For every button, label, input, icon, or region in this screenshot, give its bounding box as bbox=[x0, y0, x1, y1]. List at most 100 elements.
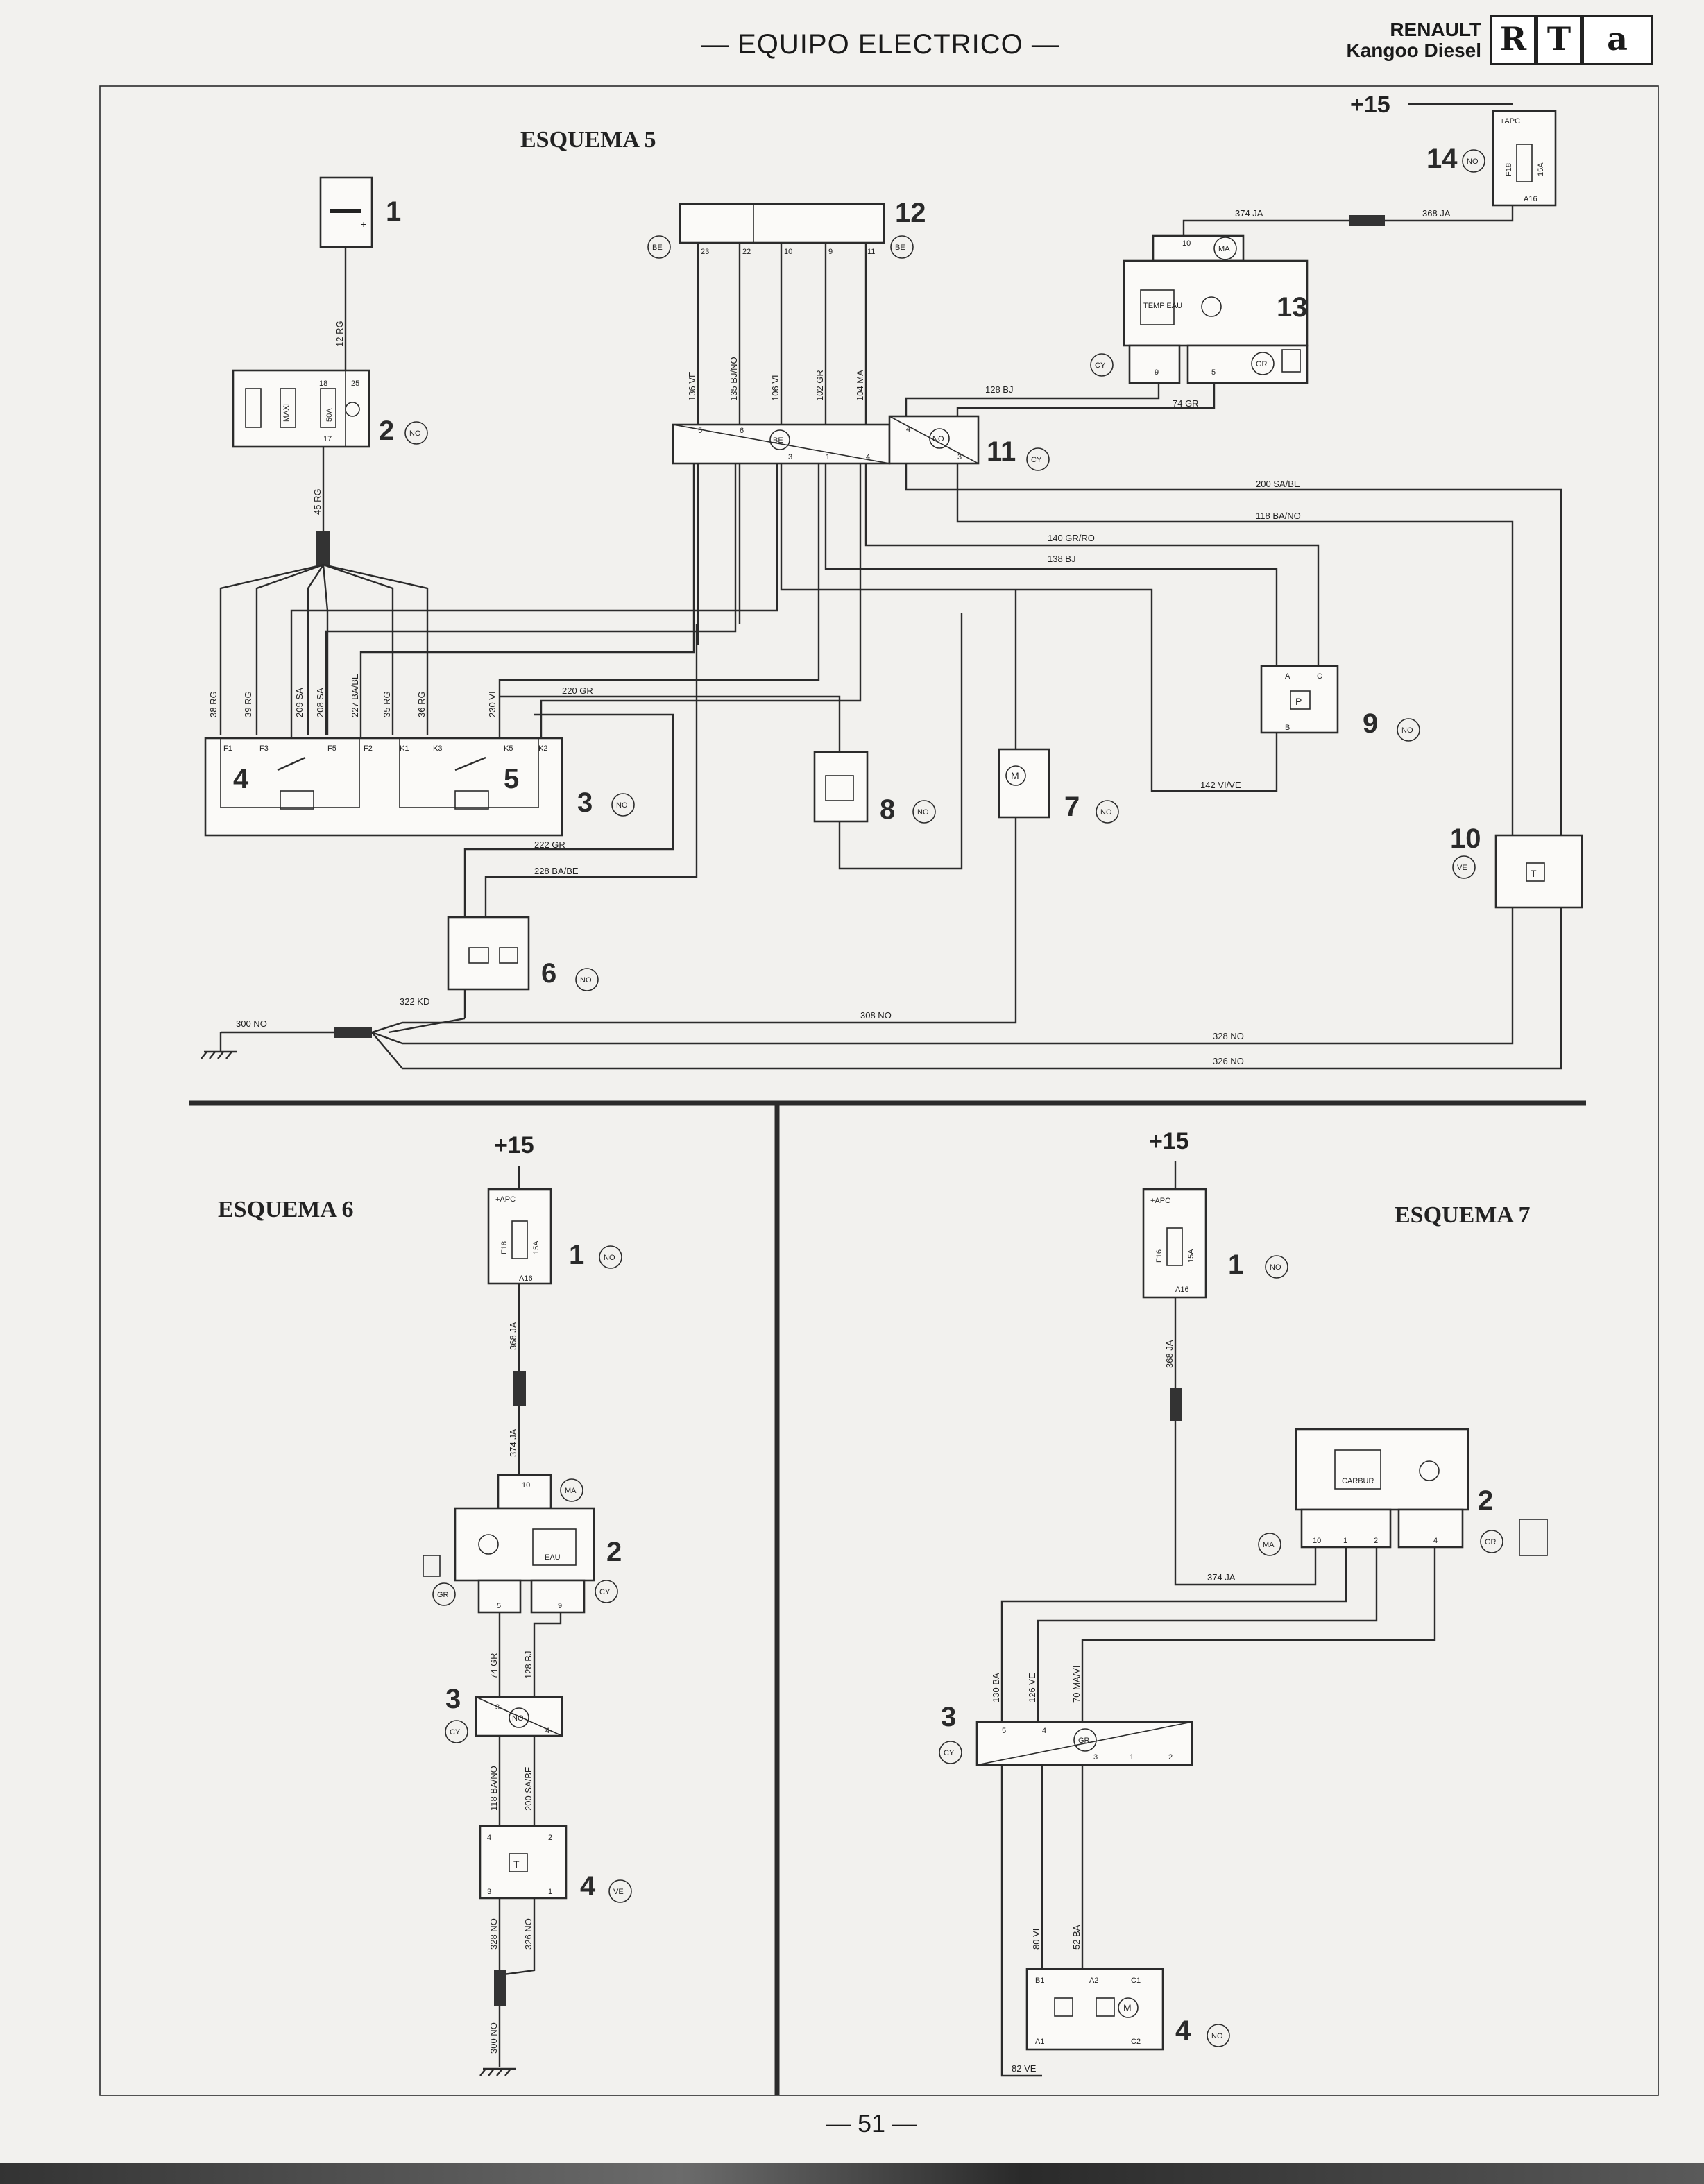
e7-wire-52-ba-label: 52 BA bbox=[1071, 1925, 1082, 1950]
e6-thermo-t-label: T bbox=[513, 1859, 520, 1870]
ground-splice bbox=[334, 1027, 372, 1038]
component-8-code: NO bbox=[917, 808, 929, 817]
e7-wire-80-vi-label: 80 VI bbox=[1031, 1929, 1041, 1950]
wire-142-vi-ve-label: 142 VI/VE bbox=[1200, 780, 1241, 790]
splice-marker bbox=[316, 531, 330, 565]
e5-c11-pin-3: 3 bbox=[788, 453, 792, 461]
e6-wire-74-gr-label: 74 GR bbox=[488, 1653, 499, 1679]
e7-c4-code: NO bbox=[1211, 2032, 1223, 2040]
e6-c2-pin-9: 9 bbox=[558, 1602, 562, 1610]
e5-c12-pin-10: 10 bbox=[784, 248, 792, 256]
e6-c3-pin-3: 3 bbox=[495, 1703, 500, 1712]
e7-c3-pin-5: 5 bbox=[1002, 1727, 1006, 1735]
e5-c11-pin-3b: 3 bbox=[957, 453, 962, 461]
component-13-code-gr: GR bbox=[1256, 360, 1268, 368]
e7-warning-lamp-icon bbox=[1419, 1460, 1440, 1481]
e6-thermo-switch-4 bbox=[479, 1825, 568, 1900]
esquema-5-title: ESQUEMA 5 bbox=[520, 127, 656, 153]
component-11-number: 11 bbox=[987, 436, 1016, 467]
brand-model: Kangoo Diesel bbox=[1346, 40, 1481, 61]
e6-gauge-2 bbox=[454, 1507, 595, 1582]
thermometer-icon bbox=[1281, 349, 1301, 373]
e7-wire-374-ja-label: 374 JA bbox=[1207, 1572, 1236, 1582]
e5-c11-pin-4b: 4 bbox=[906, 425, 910, 434]
e7-fuel-gauge-2 bbox=[1295, 1428, 1469, 1511]
e7-fuse-1 bbox=[1142, 1188, 1207, 1299]
component-3-code: NO bbox=[616, 801, 628, 810]
e6-c4-pin-3: 3 bbox=[487, 1888, 491, 1896]
e5-50a-label: 50A bbox=[325, 408, 334, 422]
e6-wire-328-no-label: 328 NO bbox=[488, 1918, 499, 1950]
e7-c2-pin-10: 10 bbox=[1313, 1537, 1321, 1545]
component-2-code: NO bbox=[409, 429, 421, 438]
component-10-code: VE bbox=[1457, 864, 1467, 872]
esquema-6: ESQUEMA 6 +15 +APC F18 15A A16 1 NO 368 … bbox=[218, 1132, 632, 2077]
relay-box-3 bbox=[204, 737, 563, 837]
e7-wire-368-ja-label: 368 JA bbox=[1164, 1340, 1175, 1368]
e6-c4-code: VE bbox=[613, 1888, 624, 1896]
wire-228-ba-be-label: 228 BA/BE bbox=[534, 866, 579, 876]
wire-308-no-label: 308 NO bbox=[860, 1010, 892, 1021]
wire-35-rg-label: 35 RG bbox=[382, 691, 392, 717]
wire-222-gr-label: 222 GR bbox=[534, 839, 565, 850]
e6-c1-a16: A16 bbox=[519, 1274, 533, 1283]
e7-c1-f16: F16 bbox=[1155, 1249, 1164, 1263]
e7-fuel-pump-icon bbox=[1519, 1519, 1548, 1556]
e5-c14-a16: A16 bbox=[1524, 195, 1537, 203]
relay-5-outline bbox=[399, 737, 539, 808]
component-5-number: 5 bbox=[504, 764, 519, 794]
component-7-number: 7 bbox=[1064, 792, 1080, 822]
e6-c2-code-ma: MA bbox=[565, 1487, 577, 1495]
component-8 bbox=[813, 751, 869, 823]
wire-326-no-label: 326 NO bbox=[1213, 1056, 1244, 1066]
e7-supply-plus15: +15 bbox=[1149, 1128, 1189, 1154]
e5-pin-k1: K1 bbox=[400, 744, 409, 753]
e6-c1-apc: +APC bbox=[495, 1195, 516, 1204]
e5-pin-f3: F3 bbox=[259, 744, 269, 753]
e7-component-4-number: 4 bbox=[1175, 2015, 1191, 2046]
e5-c9-pin-b: B bbox=[1285, 724, 1290, 732]
e6-component-2-number: 2 bbox=[606, 1537, 622, 1567]
e6-temp-gauge-icon bbox=[532, 1528, 577, 1566]
e7-c2-pin-4: 4 bbox=[1433, 1537, 1438, 1545]
e5-pin-k2: K2 bbox=[538, 744, 547, 753]
e5-c12-pin-22: 22 bbox=[742, 248, 751, 256]
brand-name: RENAULT bbox=[1390, 19, 1481, 40]
e6-splice bbox=[513, 1371, 526, 1406]
e6-c4-pin-2: 2 bbox=[548, 1834, 552, 1842]
wire-140-gr-ro-label: 140 GR/RO bbox=[1048, 533, 1095, 543]
e7-component-2-number: 2 bbox=[1478, 1485, 1493, 1516]
e6-thermometer-icon bbox=[423, 1555, 441, 1577]
e6-ground-splice bbox=[494, 1970, 506, 2006]
e5-pin-f2: F2 bbox=[364, 744, 373, 753]
e5-c13-pin-10: 10 bbox=[1182, 239, 1191, 248]
e5-pin-18: 18 bbox=[319, 379, 327, 388]
component-11-code-no: NO bbox=[932, 435, 944, 443]
wire-38-rg-label: 38 RG bbox=[208, 691, 219, 717]
rta-logo-letter-t: T bbox=[1536, 15, 1582, 65]
component-9-pressure-switch bbox=[1260, 665, 1339, 734]
e7-c3-pin-4: 4 bbox=[1042, 1727, 1046, 1735]
e6-c3-code-cy: CY bbox=[450, 1728, 461, 1737]
e7-fuel-gauge-icon bbox=[1334, 1449, 1381, 1490]
e6-wire-326-no-label: 326 NO bbox=[523, 1918, 534, 1950]
e6-c2-pin-5: 5 bbox=[497, 1602, 501, 1610]
component-12-code-right: BE bbox=[895, 244, 905, 252]
brand-block: RENAULT Kangoo Diesel bbox=[1315, 19, 1481, 61]
component-13-code-ma: MA bbox=[1218, 245, 1230, 253]
e7-carbur-label: CARBUR bbox=[1342, 1477, 1374, 1485]
wire-200-sa-be-label: 200 SA/BE bbox=[1256, 479, 1300, 489]
e7-motor-m-label: M bbox=[1123, 2002, 1132, 2013]
wire-118-ba-no-label: 118 BA/NO bbox=[1256, 511, 1301, 521]
e5-thermo-t-label: T bbox=[1531, 868, 1537, 879]
e7-wire-82-ve-label: 82 VE bbox=[1012, 2063, 1037, 2074]
wire-328-no-label: 328 NO bbox=[1213, 1031, 1244, 1041]
component-10-number: 10 bbox=[1450, 824, 1481, 854]
e6-component-1-code: NO bbox=[604, 1254, 615, 1262]
component-1-number: 1 bbox=[386, 196, 401, 227]
component-2-number: 2 bbox=[379, 416, 394, 446]
component-10-thermo-switch bbox=[1494, 834, 1583, 909]
e7-c4-pin-c1: C1 bbox=[1131, 1977, 1141, 1985]
e5-c9-pin-c: C bbox=[1317, 672, 1322, 681]
e5-pin-f5: F5 bbox=[327, 744, 336, 753]
